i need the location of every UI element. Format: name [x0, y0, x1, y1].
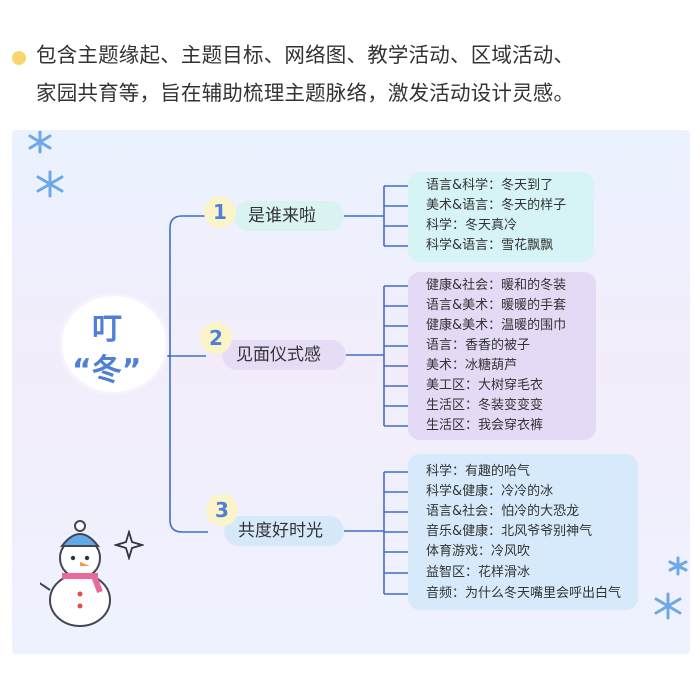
intro-line-2: 家园共育等，旨在辅助梳理主题脉络，激发活动设计灵感。 [36, 81, 575, 105]
snowman-icon [40, 520, 111, 627]
topic-1-label: 是谁来啦 [248, 206, 316, 226]
leaf-item: 体育游戏：冷风吹 [426, 544, 531, 559]
topic-2-label: 见面仪式感 [236, 345, 321, 365]
leaf-item: 语言&科学：冬天到了 [426, 178, 554, 193]
topic-1: 是谁来啦 [234, 201, 344, 231]
leaf-item: 生活区：冬装变变变 [426, 398, 544, 413]
snowflake-icon [654, 556, 688, 620]
leaf-item: 美术&语言：冬天的样子 [426, 198, 567, 213]
leaf-group-2 [408, 272, 596, 440]
leaf-item: 音频：为什么冬天嘴里会呼出白气 [426, 586, 622, 601]
leaf-item: 语言&社会：怕冷的大恐龙 [426, 504, 580, 519]
leaf-item: 科学：冬天真冷 [426, 218, 518, 233]
root-title-line-1: 叮 [92, 312, 122, 347]
leaf-item: 生活区：我会穿衣裤 [426, 418, 544, 433]
leaf-item: 科学&健康：冷冷的冰 [426, 484, 554, 499]
leaf-item: 美术：冰糖葫芦 [426, 358, 518, 373]
sparkle-icon [114, 530, 144, 560]
leaf-item: 健康&美术：温暖的围巾 [426, 318, 567, 333]
root-node [62, 296, 166, 392]
bullet-dot [12, 51, 26, 65]
leaf-item: 音乐&健康：北风爷爷别神气 [426, 524, 593, 539]
topic-2-number: 2 [200, 322, 232, 354]
leaf-group-3 [408, 454, 638, 610]
topic-3-label: 共度好时光 [238, 521, 323, 541]
topic-1-number: 1 [204, 196, 236, 228]
leaf-item: 科学：有趣的哈气 [426, 464, 531, 479]
intro-line-1: 包含主题缘起、主题目标、网络图、教学活动、区域活动、 [36, 43, 575, 67]
leaf-item: 语言：香香的被子 [426, 338, 531, 353]
topic-3: 共度好时光 [224, 516, 344, 546]
leaf-item: 健康&社会：暖和的冬装 [426, 278, 567, 293]
leaf-item: 科学&语言：雪花飘飘 [426, 238, 554, 253]
leaf-item: 美工区：大树穿毛衣 [426, 378, 544, 393]
root-title-line-2: “冬” [72, 353, 142, 388]
topic-3-number: 3 [206, 494, 238, 526]
leaf-item: 益智区：花样滑冰 [426, 565, 531, 580]
snowflake-icon [28, 130, 64, 198]
leaf-group-1 [408, 172, 594, 262]
topic-2: 见面仪式感 [222, 340, 346, 370]
branch-line-3 [146, 355, 208, 533]
leaf-item: 语言&美术：暖暖的手套 [426, 298, 567, 313]
branch-line-1 [146, 215, 206, 357]
